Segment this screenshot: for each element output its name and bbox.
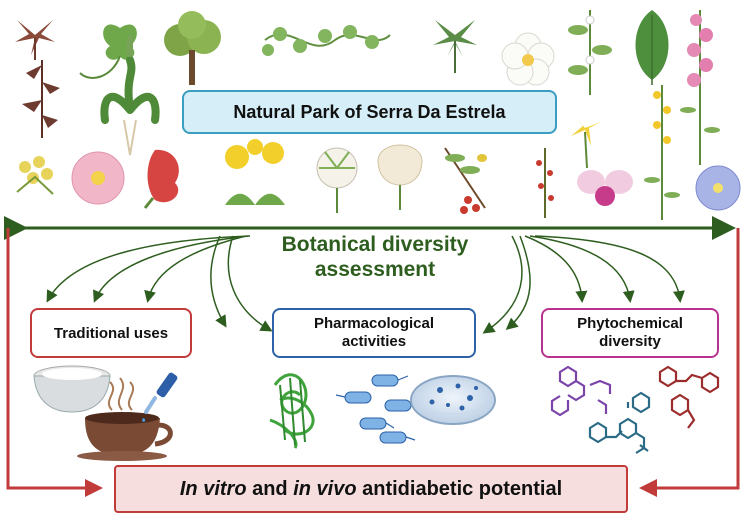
teacup-icon <box>77 412 173 461</box>
orchid-icon <box>577 170 633 206</box>
yellow-lily-icon <box>571 114 601 169</box>
pink-flower-icon <box>71 151 125 205</box>
antidiabetic-outcome-box: In vitro and in vivo antidiabetic potent… <box>114 465 628 513</box>
assessment-arrows <box>46 235 685 334</box>
traditional-uses-box: Traditional uses <box>30 308 192 358</box>
phytochemical-diversity-box: Phytochemical diversity <box>541 308 719 358</box>
red-flower-icon <box>143 149 179 209</box>
outcome-rest: antidiabetic potential <box>356 477 563 500</box>
assessment-label: Botanical diversity assessment <box>240 232 510 282</box>
mortar-bowl-icon <box>33 365 111 413</box>
molecule-icon <box>550 365 612 417</box>
bacteria-icon <box>335 374 421 444</box>
pharmacological-activities-box: Pharmacological activities <box>272 308 476 358</box>
pharmacological-label-line-2: activities <box>341 333 407 350</box>
blue-flower-icon <box>695 165 741 211</box>
red-berry-plant-icon <box>444 147 487 214</box>
leaf-icon <box>635 10 669 85</box>
tree-icon <box>164 11 221 85</box>
protein-structure-icon <box>269 373 315 449</box>
outcome-in-vitro: In vitro <box>179 477 247 500</box>
park-title-box: Natural Park of Serra Da Estrela <box>182 90 557 134</box>
red-berry-stem-icon <box>536 148 554 218</box>
traditional-illustrations <box>33 365 178 461</box>
leaf-icon <box>433 20 477 73</box>
plant-icon <box>100 35 160 156</box>
dropper-icon <box>142 372 178 422</box>
outcome-and: and <box>246 477 294 500</box>
plant-icon <box>15 20 55 60</box>
plant-icon <box>568 10 612 95</box>
plant-illustrations-bottom-row <box>16 85 741 220</box>
outcome-arrows <box>6 228 740 497</box>
petri-dish-icon <box>410 375 496 425</box>
flower-dissected-icon <box>316 147 358 213</box>
molecule-icon <box>658 365 720 429</box>
traditional-uses-label: Traditional uses <box>53 324 169 342</box>
plant-illustrations-top-row <box>15 10 720 165</box>
pharmacological-label-line-1: Pharmacological <box>313 315 435 332</box>
pharmacological-illustrations <box>269 373 496 449</box>
yellow-flower-spike-icon <box>644 85 680 220</box>
steam-icon <box>107 377 135 411</box>
dandelion-icon <box>225 139 285 205</box>
assessment-line-2: assessment <box>314 258 436 281</box>
white-bloom-icon <box>377 144 423 210</box>
phytochemical-illustrations <box>550 365 720 454</box>
yellow-flower-cluster-icon <box>16 156 54 195</box>
white-flower-icon <box>501 32 555 86</box>
molecule-icon <box>588 391 651 454</box>
park-title: Natural Park of Serra Da Estrela <box>233 101 506 122</box>
pink-flower-spike-icon <box>680 10 720 165</box>
assessment-line-1: Botanical diversity <box>281 233 469 256</box>
vine-icon <box>262 25 391 56</box>
phytochemical-label-line-2: diversity <box>599 333 661 350</box>
plant-icon <box>22 60 60 138</box>
outcome-in-vivo: in vivo <box>293 477 357 500</box>
phytochemical-label-line-1: Phytochemical <box>577 315 683 332</box>
outcome-label: In vitro and in vivo antidiabetic potent… <box>180 478 562 501</box>
